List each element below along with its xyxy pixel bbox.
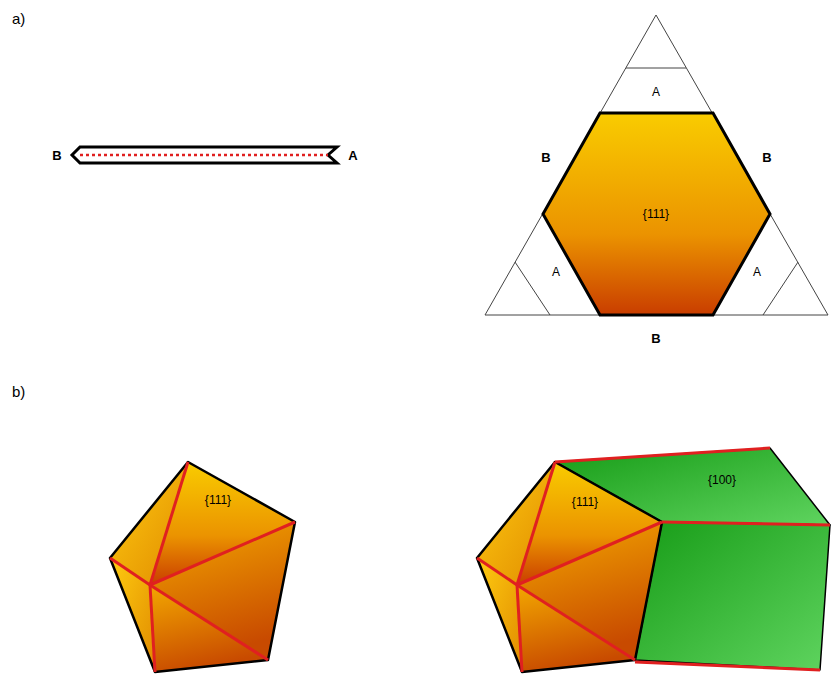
crystal-face: A (649, 83, 663, 101)
face-label: A (753, 265, 761, 279)
edge-label: B (52, 148, 61, 163)
panel-letter: a) (12, 10, 25, 27)
crystal-face: A (750, 263, 764, 281)
face-label: {111} (643, 207, 669, 221)
crystal-face: {111} (569, 493, 601, 511)
crystal-face: {111} (640, 205, 672, 223)
face-label: A (652, 85, 660, 99)
crystal-face: {100} (705, 471, 739, 489)
edge-label: B (762, 150, 771, 165)
edge-label: A (348, 148, 357, 163)
face-label: A (552, 265, 560, 279)
face-label: {111} (572, 495, 598, 509)
face-label: {100} (708, 473, 736, 487)
crystal-face: {111} (202, 491, 234, 509)
crystal-face: A (549, 263, 563, 281)
panel-letter: b) (12, 383, 25, 400)
face-label: {111} (205, 493, 231, 507)
edge-label: B (541, 150, 550, 165)
edge-label: B (651, 331, 660, 346)
